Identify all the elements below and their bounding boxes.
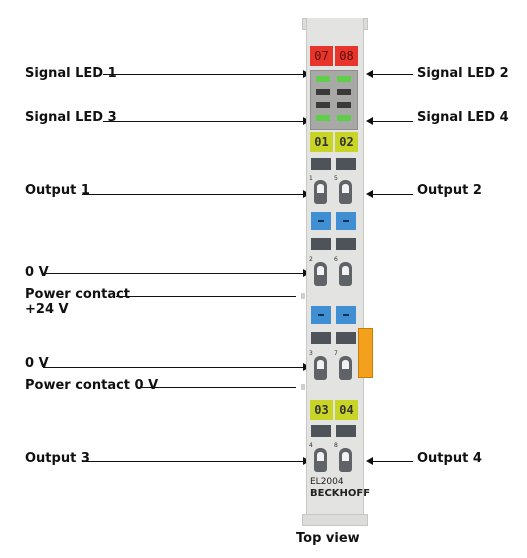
pin-3-label: 3	[309, 350, 313, 357]
leader-output-4	[373, 461, 413, 462]
label-zero-v-2: 0 V	[25, 356, 49, 371]
label-04: 04	[335, 400, 358, 420]
led-slot	[337, 89, 351, 95]
bottom-clip	[302, 514, 368, 526]
power-contact-24v-line2: +24 V	[25, 302, 69, 317]
label-power-contact-24v: Power contact +24 V	[25, 287, 130, 317]
pin-1-label: 1	[309, 175, 313, 182]
pin-2-label: 2	[309, 256, 313, 263]
led-slot	[316, 89, 330, 95]
signal-led-1	[316, 76, 330, 82]
release-slot	[311, 425, 331, 437]
release-slot	[311, 158, 331, 170]
leader-power-contact-0v	[138, 387, 296, 388]
pin-7-label: 7	[334, 350, 338, 357]
arrow-signal-led-4	[366, 117, 373, 125]
power-contact-orange	[358, 328, 373, 378]
arrow-output-4	[366, 457, 373, 465]
pin-8-label: 8	[334, 442, 338, 449]
label-output-4: Output 4	[417, 451, 482, 466]
label-zero-v-1: 0 V	[25, 265, 49, 280]
leader-signal-led-2	[373, 74, 413, 75]
blue-contact	[336, 212, 356, 230]
zero-v-terminal-3	[314, 356, 327, 380]
leader-power-contact-24v	[116, 296, 296, 297]
led-slot	[316, 102, 330, 108]
label-signal-led-3: Signal LED 3	[25, 110, 117, 125]
signal-led-3	[316, 115, 330, 121]
power-contact-tick	[301, 293, 305, 299]
output-1-terminal	[314, 180, 327, 204]
label-signal-led-1: Signal LED 1	[25, 66, 117, 81]
led-slot	[337, 102, 351, 108]
release-slot	[311, 332, 331, 344]
led-label-08: 08	[335, 46, 358, 66]
leader-zero-v-2	[43, 367, 303, 368]
arrow-signal-led-2	[366, 70, 373, 78]
release-slot	[336, 425, 356, 437]
signal-led-2	[337, 76, 351, 82]
label-output-2: Output 2	[417, 183, 482, 198]
leader-signal-led-1	[103, 74, 303, 75]
signal-led-window	[310, 70, 358, 130]
model-label: EL2004	[310, 477, 344, 487]
signal-led-4	[337, 115, 351, 121]
release-slot	[336, 158, 356, 170]
zero-v-terminal-2	[339, 262, 352, 286]
leader-output-2	[373, 194, 413, 195]
leader-signal-led-3	[103, 121, 303, 122]
led-label-07: 07	[310, 46, 333, 66]
label-output-3: Output 3	[25, 451, 90, 466]
output-2-terminal	[339, 180, 352, 204]
label-03: 03	[310, 400, 333, 420]
power-contact-24v-line1: Power contact	[25, 287, 131, 302]
leader-signal-led-4	[373, 121, 413, 122]
zero-v-terminal-1	[314, 262, 327, 286]
leader-zero-v-1	[43, 273, 303, 274]
label-signal-led-2: Signal LED 2	[417, 66, 509, 81]
label-output-1: Output 1	[25, 183, 90, 198]
el2004-terminal: 07 08 01 02 1 5 2 6 3 7 03 04 4 8	[292, 18, 373, 526]
output-4-terminal	[339, 448, 352, 472]
label-01: 01	[310, 132, 333, 152]
pin-6-label: 6	[334, 256, 338, 263]
caption-top-view: Top view	[296, 531, 360, 546]
arrow-output-2	[366, 190, 373, 198]
zero-v-terminal-4	[339, 356, 352, 380]
blue-contact	[336, 306, 356, 324]
pin-4-label: 4	[309, 442, 313, 449]
label-02: 02	[335, 132, 358, 152]
blue-contact	[311, 306, 331, 324]
blue-contact	[311, 212, 331, 230]
leader-output-3	[82, 461, 303, 462]
output-3-terminal	[314, 448, 327, 472]
release-slot	[336, 332, 356, 344]
leader-output-1	[82, 194, 303, 195]
power-contact-tick	[301, 384, 305, 390]
release-slot	[336, 238, 356, 250]
brand-logo: BECKHOFF	[310, 488, 371, 499]
pin-5-label: 5	[334, 175, 338, 182]
label-signal-led-4: Signal LED 4	[417, 110, 509, 125]
release-slot	[311, 238, 331, 250]
label-power-contact-0v: Power contact 0 V	[25, 378, 159, 393]
